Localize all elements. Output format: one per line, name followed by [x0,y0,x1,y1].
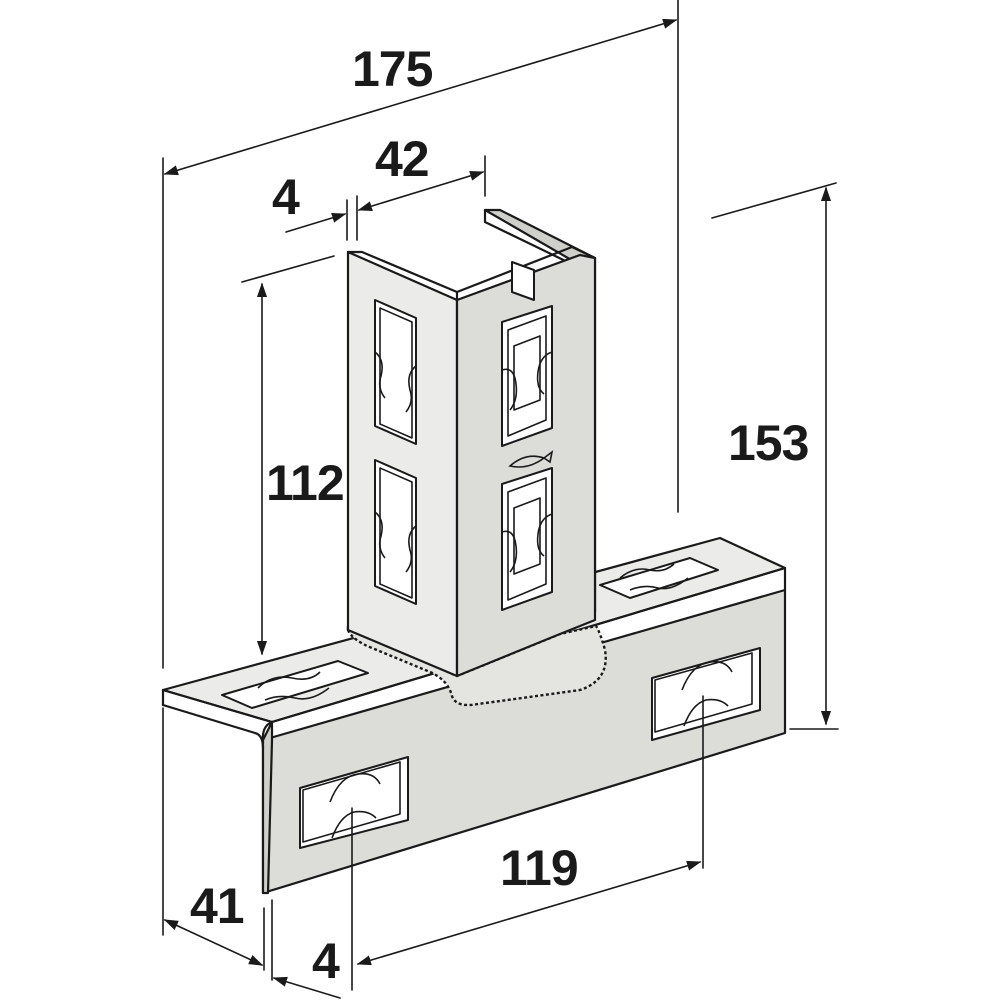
label-post-width: 42 [375,131,429,187]
dim-line-42 [357,170,485,212]
post-front-slot-upper [501,305,553,447]
base-end-face [161,688,274,895]
base-top-slot-right [599,557,719,599]
dimension-lines [162,0,839,999]
label-base-thickness: 4 [312,933,340,989]
dim-line-119 [356,860,702,966]
base-front-slot-left [299,756,409,849]
dim-line-175 [163,18,678,176]
label-base-depth: 41 [190,878,244,934]
dim-line-4-bottom [272,976,341,999]
base-front-slot-right [651,647,761,741]
vertical-post [346,208,597,678]
post-front-face [455,253,597,678]
label-post-thickness: 4 [272,169,300,225]
weld-seam [346,624,607,707]
label-overall-height: 153 [728,415,808,471]
label-overall-width: 175 [352,41,433,97]
post-left-slot-upper [374,299,417,445]
post-left-slot-lower [374,459,417,605]
base-top-slot-left [221,660,369,709]
label-post-height: 112 [266,455,344,511]
fish-logo-icon [508,450,554,468]
label-hole-spacing: 119 [500,840,578,896]
dim-line-4-top [285,212,347,233]
dimension-labels: 175 42 4 112 153 119 41 4 [190,41,809,989]
post-front-slot-lower [501,467,553,611]
dim-line-41 [163,919,264,966]
post-rear-slot [511,261,535,301]
